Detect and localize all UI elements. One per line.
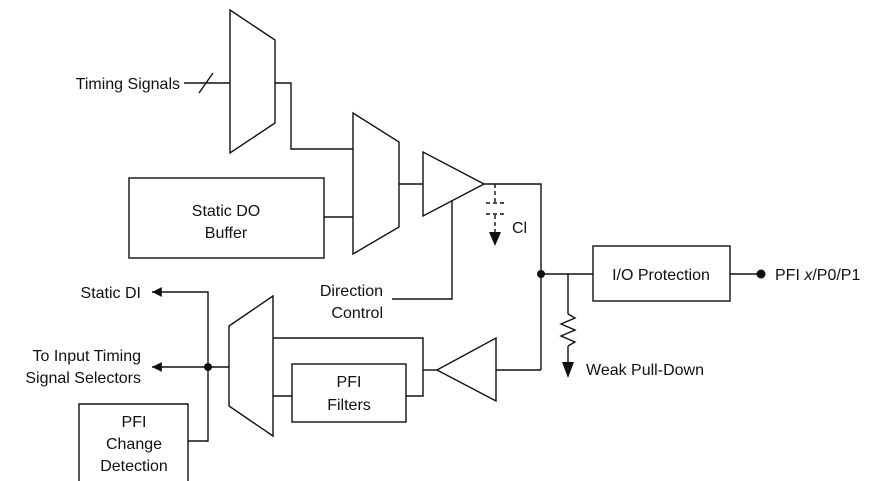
io-protection-label: I/O Protection xyxy=(612,267,710,284)
io-protection-block xyxy=(592,245,731,302)
input-mux xyxy=(228,294,274,438)
pfi-filters-block xyxy=(291,363,407,423)
output-driver-buffer xyxy=(422,150,486,218)
to-input-timing-line1: To Input Timing xyxy=(33,348,142,365)
wire-to-static-di xyxy=(152,287,209,367)
wire-filtered-path-in xyxy=(406,370,424,397)
wire-direction-control xyxy=(392,200,453,300)
pfi-pin-label: PFI x/P0/P1 xyxy=(775,267,860,284)
output-mux xyxy=(352,111,400,256)
pfi-pin-prefix: PFI xyxy=(775,267,804,284)
pfi-change-line3: Detection xyxy=(100,458,168,475)
wire-mux1-to-mux2 xyxy=(275,82,353,150)
cl-ground-arrow xyxy=(489,232,501,246)
pfi-filters-line1: PFI xyxy=(337,374,362,391)
pfi-filters-line2: Filters xyxy=(327,397,371,414)
bus-width-slash xyxy=(198,72,214,94)
cl-label: Cl xyxy=(512,220,527,237)
direction-control-line1: Direction xyxy=(320,283,383,300)
timing-signals-label: Timing Signals xyxy=(76,76,180,93)
pfi-pin-italic: x xyxy=(803,267,813,284)
pull-down-ground-arrow xyxy=(562,362,574,378)
pfi-change-line2: Change xyxy=(106,436,162,453)
pfi-change-detection-block xyxy=(78,403,189,481)
input-buffer xyxy=(435,336,497,403)
wire-to-change-detection xyxy=(188,367,209,442)
static-di-label: Static DI xyxy=(81,285,141,302)
static-do-buffer-block xyxy=(128,177,325,259)
wire-driver-to-node xyxy=(484,183,542,370)
pfi-pin-terminal xyxy=(756,269,766,279)
weak-pull-down-label: Weak Pull-Down xyxy=(586,362,704,379)
wire-unfiltered-path xyxy=(273,337,424,370)
pfi-pin-suffix: /P0/P1 xyxy=(812,267,860,284)
to-input-timing-line2: Signal Selectors xyxy=(25,370,141,387)
direction-control-line2: Control xyxy=(331,305,383,322)
static-do-buffer-line1: Static DO xyxy=(192,203,260,220)
static-do-buffer-line2: Buffer xyxy=(205,225,248,242)
pfi-change-line1: PFI xyxy=(122,414,147,431)
pull-down-resistor xyxy=(559,313,577,347)
timing-mux xyxy=(229,8,276,155)
